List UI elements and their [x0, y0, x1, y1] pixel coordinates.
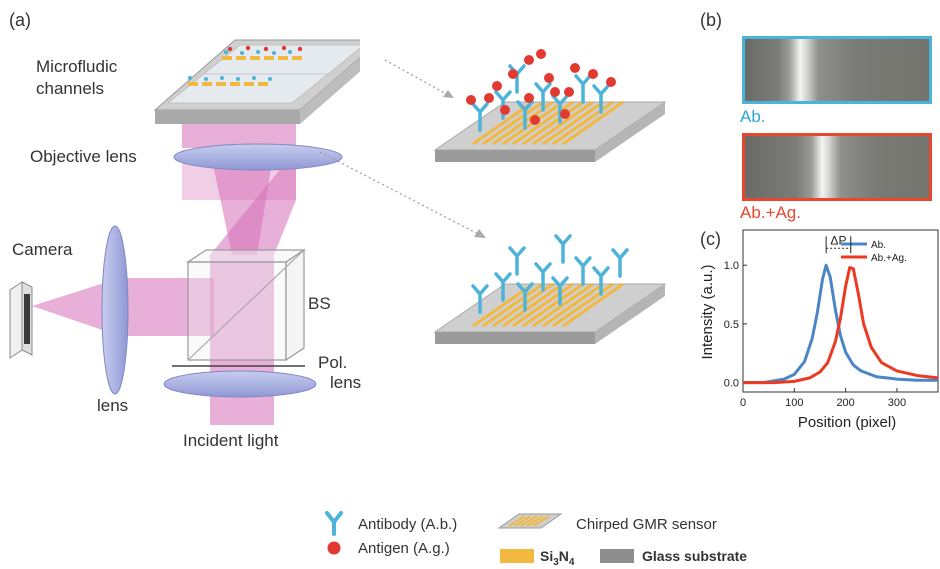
y-tick-label: 0.5 [724, 319, 739, 331]
glass-substrate-swatch [600, 549, 634, 563]
x-tick-label: 200 [836, 397, 854, 409]
si3n4-swatch [500, 549, 534, 563]
si3n4-n: N [558, 548, 569, 564]
series-line-abag [743, 266, 939, 385]
microfluidic-label-line2: channels [36, 79, 105, 98]
microfluidic-label-line1: Microfludic [36, 57, 118, 76]
y-tick-label: 1.0 [724, 260, 739, 272]
si3n4-si: Si [540, 548, 554, 564]
y-tick-label: 0.0 [724, 378, 739, 390]
lens-label: lens [97, 396, 129, 415]
x-tick-label: 0 [740, 397, 746, 409]
si3n4-sub1: 3 [553, 556, 559, 568]
series-line-ab [743, 263, 938, 385]
legend-label: Ab. [871, 240, 886, 251]
pol-label-line1: Pol. [318, 353, 348, 372]
x-tick-label: 100 [785, 397, 803, 409]
ab-intensity-image [742, 36, 932, 104]
objective-lens [173, 143, 343, 171]
sensor-antibody-only [433, 234, 667, 344]
x-axis-label: Position (pixel) [798, 414, 896, 431]
objective-lens-label: Objective lens [30, 147, 137, 166]
legend-label: Ab.+Ag. [871, 253, 907, 264]
antibody-legend-label: Antibody (A.b.) [358, 516, 458, 533]
gmr-sensor-legend-label: Chirped GMR sensor [576, 516, 717, 533]
panel-a-tag: (a) [9, 10, 31, 30]
chart-plot-area: 0 100 200 300 0.0 0.5 1.0 Ab. Ab.+Ag. ΔP [724, 229, 939, 409]
glass-substrate-legend-label: Glass substrate [642, 548, 748, 564]
y-axis-label: Intensity (a.u.) [699, 264, 716, 359]
camera-label: Camera [12, 240, 73, 259]
x-tick-label: 300 [888, 397, 906, 409]
gmr-sensor-icon [497, 513, 563, 529]
bs-label: BS [308, 294, 331, 313]
antibody-icon [325, 511, 343, 536]
panel-b-tag: (b) [700, 10, 722, 30]
sensor-with-antigen [433, 49, 667, 162]
zoom-arrows [319, 59, 486, 238]
ab-image-label: Ab. [740, 107, 766, 126]
antigen-icon [327, 541, 341, 555]
pol-lens [163, 370, 317, 398]
antigen-legend-label: Antigen (A.g.) [358, 540, 450, 557]
optical-setup-diagram [9, 39, 360, 425]
incident-light-label: Incident light [183, 431, 279, 450]
beam-splitter [186, 248, 306, 362]
abag-intensity-image [742, 133, 932, 201]
abag-image-label: Ab.+Ag. [740, 203, 801, 222]
camera-lens [101, 225, 129, 395]
si3n4-sub2: 4 [568, 556, 575, 568]
intensity-chart: 0 100 200 300 0.0 0.5 1.0 Ab. Ab.+Ag. ΔP Intensit… [699, 229, 939, 431]
light-beam [32, 120, 296, 425]
panel-c-tag: (c) [700, 229, 721, 249]
si3n4-legend-label: Si3N4 [540, 548, 574, 568]
microfluidic-channels-label: Microfludic channels [36, 56, 117, 100]
camera-icon [9, 281, 33, 359]
pol-label-line2: lens [330, 373, 362, 392]
delta-p-label: ΔP [830, 233, 846, 247]
pol-lens-label: Pol. lens [318, 353, 361, 393]
plot-frame [742, 229, 939, 393]
microfluidic-chip [153, 39, 360, 124]
